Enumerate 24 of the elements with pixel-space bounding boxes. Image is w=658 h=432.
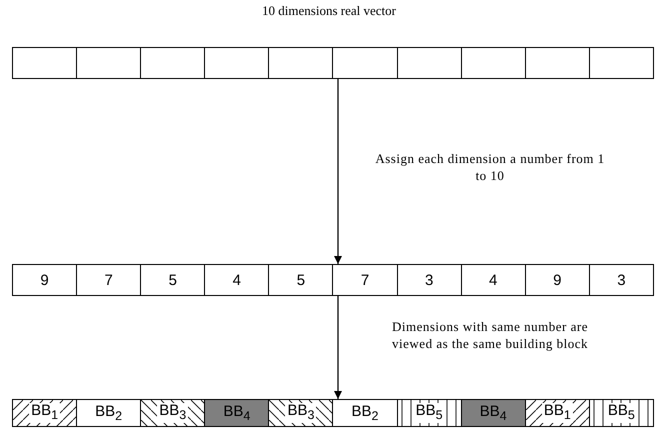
table-cell: 9 (12, 265, 76, 295)
vector-bar (12, 264, 654, 296)
table-cell: 7 (76, 265, 140, 295)
hatched-cell: BB$_{3}$ (268, 400, 332, 426)
vector-bar (12, 399, 654, 427)
table-cell: 5 (268, 265, 332, 295)
table-cell: 4 (204, 265, 268, 295)
arrow (334, 296, 342, 399)
hatched-cell: BB$_{1}$ (524, 400, 589, 426)
table-cell: BB$_{4}$ (460, 400, 525, 426)
vector-bar (12, 47, 654, 79)
table-cell: 4 (460, 265, 525, 295)
table-cell: BB$_{2}$ (76, 400, 140, 426)
diagram-title: 10 dimensions real vector (261, 3, 397, 19)
table-cell: 3 (396, 265, 461, 295)
hatched-cell: BB$_{3}$ (140, 400, 204, 426)
table-cell: 3 (588, 265, 653, 295)
arrow (334, 79, 342, 264)
table-cell: 7 (332, 265, 397, 295)
table-cell: 9 (524, 265, 589, 295)
table-cell: BB$_{4}$ (204, 400, 268, 426)
table-cell: 5 (140, 265, 204, 295)
table-cell: BB$_{2}$ (332, 400, 397, 426)
hatched-cell: BB$_{1}$ (12, 400, 76, 426)
